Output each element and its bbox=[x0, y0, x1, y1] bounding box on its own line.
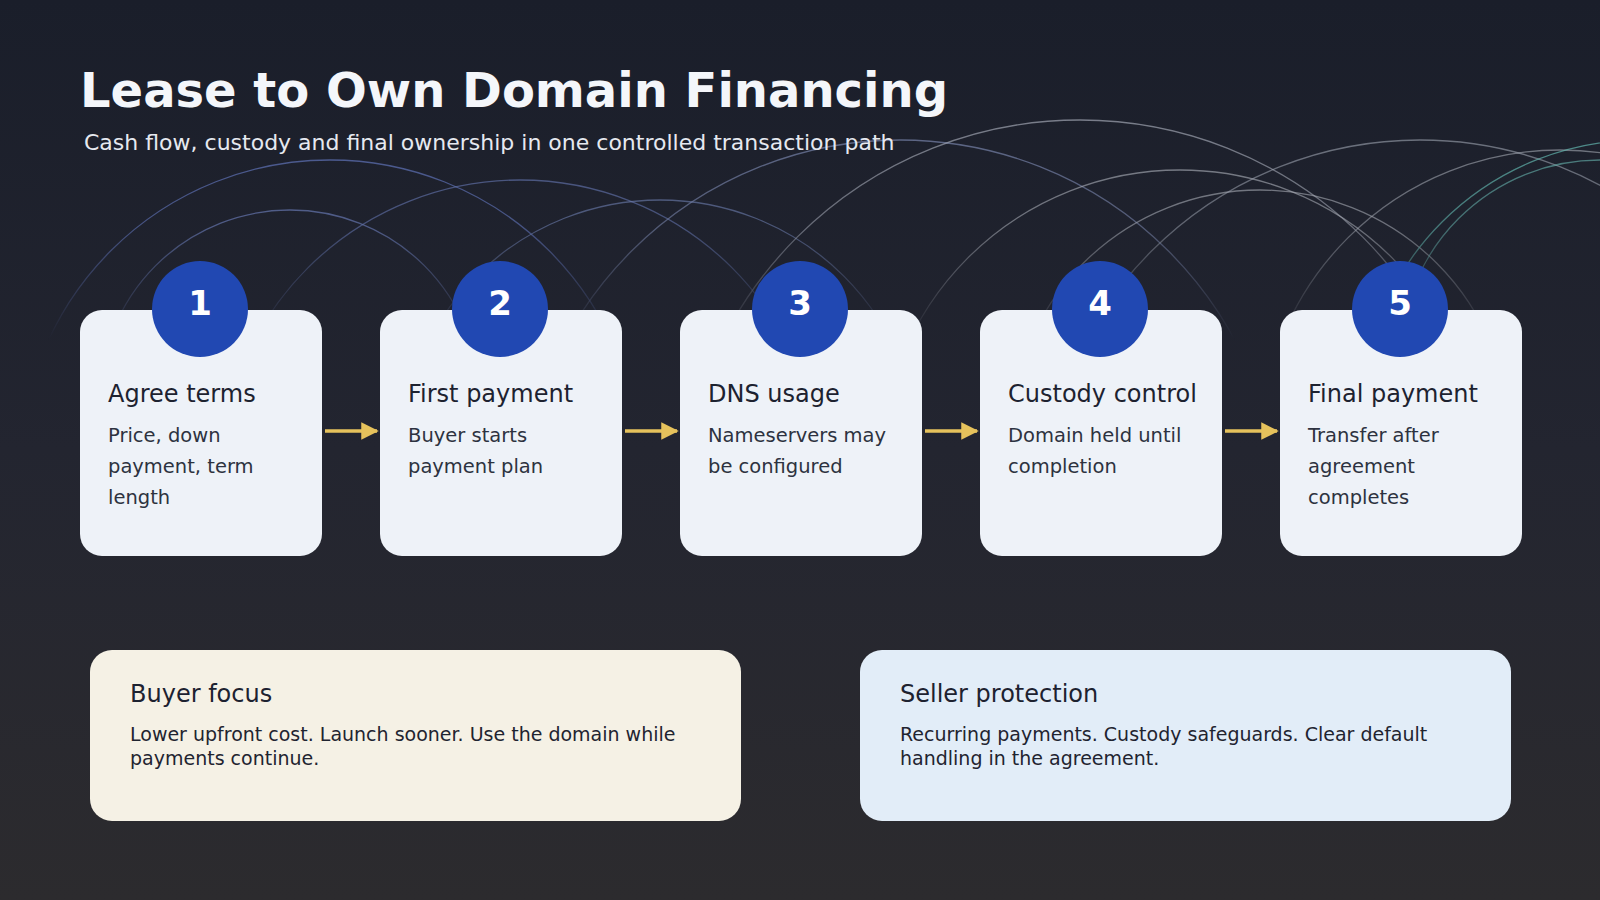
arc-group bbox=[20, 120, 1600, 900]
box-body: Recurring payments. Custody safeguards. … bbox=[900, 722, 1481, 770]
step-number: 5 bbox=[1388, 283, 1412, 323]
box-heading: Agree terms bbox=[108, 380, 312, 408]
flow-arrow bbox=[1225, 429, 1277, 433]
box-body: Nameservers may be configured bbox=[708, 420, 912, 482]
step-number: 2 bbox=[488, 283, 512, 323]
box-body: Transfer after agreement completes bbox=[1308, 420, 1512, 513]
arc bbox=[400, 200, 920, 720]
step-number-circle: 5 bbox=[1352, 261, 1448, 357]
summary-panel: Seller protectionRecurring payments. Cus… bbox=[860, 650, 1511, 821]
step-number-circle: 3 bbox=[752, 261, 848, 357]
box-heading: Buyer focus bbox=[130, 680, 711, 708]
box-heading: DNS usage bbox=[708, 380, 912, 408]
flow-arrow bbox=[625, 429, 677, 433]
page-caption: Cash flow, custody and final ownership i… bbox=[84, 130, 894, 155]
step-number-circle: 1 bbox=[152, 261, 248, 357]
page-title: Lease to Own Domain Financing bbox=[80, 62, 948, 118]
box-body: Buyer starts payment plan bbox=[408, 420, 612, 482]
flow-arrow bbox=[325, 429, 377, 433]
box-heading: Final payment bbox=[1308, 380, 1512, 408]
box-heading: Seller protection bbox=[900, 680, 1481, 708]
step-number: 1 bbox=[188, 283, 212, 323]
step-number-circle: 4 bbox=[1052, 261, 1148, 357]
summary-panel: Buyer focusLower upfront cost. Launch so… bbox=[90, 650, 741, 821]
flow-arrow bbox=[925, 429, 977, 433]
box-heading: First payment bbox=[408, 380, 612, 408]
step-number: 3 bbox=[788, 283, 812, 323]
box-body: Lower upfront cost. Launch sooner. Use t… bbox=[130, 722, 711, 770]
step-number: 4 bbox=[1088, 283, 1112, 323]
box-body: Price, down payment, term length bbox=[108, 420, 312, 513]
box-heading: Custody control bbox=[1008, 380, 1212, 408]
box-body: Domain held until completion bbox=[1008, 420, 1212, 482]
step-number-circle: 2 bbox=[452, 261, 548, 357]
